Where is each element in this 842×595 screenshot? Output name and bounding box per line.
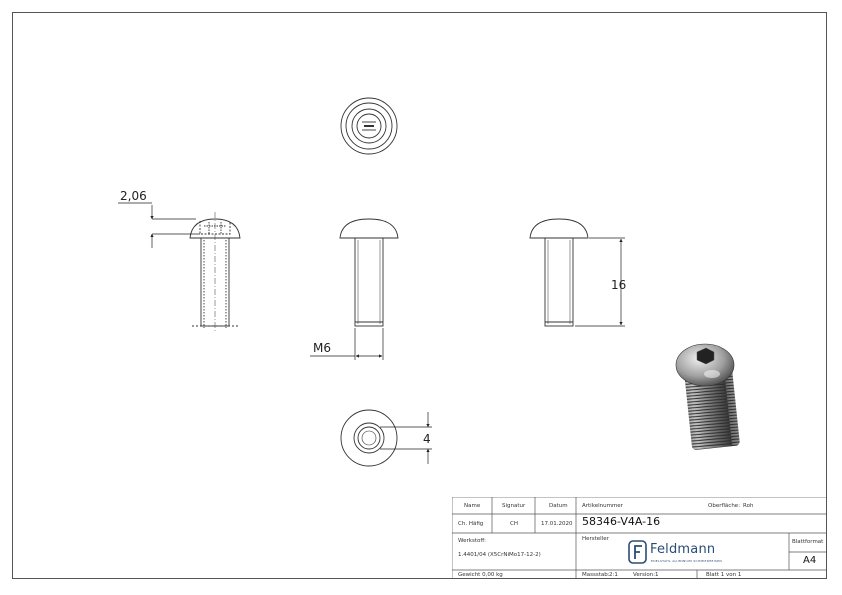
material-header: Werkstoff: [458, 538, 486, 544]
head-height-label: 2,06 [120, 189, 147, 203]
sheet-format-value: A4 [803, 555, 817, 566]
thread-dimension [310, 328, 384, 360]
weight: Gewicht 0,00 kg [458, 572, 503, 578]
sheet-format-header: Blattformat [792, 539, 824, 545]
title-block-grid [452, 497, 827, 579]
thread-label: M6 [313, 341, 331, 355]
side-view [529, 218, 589, 327]
head-height-dimension [118, 202, 200, 248]
front-view [339, 218, 399, 327]
sheet-number: Blatt 1 von 1 [706, 572, 742, 578]
surface-value: Roh [743, 503, 754, 509]
signature-value: CH [510, 521, 518, 527]
top-view [340, 97, 398, 155]
screw-3d-render [675, 343, 740, 450]
article-header: Artikelnummer [582, 503, 623, 509]
brand-name: Feldmann [650, 542, 716, 557]
version-value: 1 [655, 572, 659, 578]
length-label: 16 [611, 278, 626, 292]
scale-value: 2:1 [609, 572, 618, 578]
scale-label: Massstab: [582, 572, 610, 578]
name-header: Name [464, 503, 481, 509]
surface-header: Oberfläche: [708, 503, 741, 509]
material-value: 1.4401/04 (X5CrNiMo17-12-2) [458, 552, 541, 558]
date-header: Datum [549, 503, 568, 509]
socket-dimension [380, 412, 432, 464]
version-label: Version: [633, 572, 656, 578]
length-dimension [575, 237, 625, 327]
name-value: Ch. Häfig [458, 521, 484, 527]
title-block: Name Signatur Datum Ch. Häfig CH 17.01.2… [452, 497, 827, 579]
section-view [189, 212, 241, 332]
manufacturer-header: Hersteller [582, 536, 609, 542]
signature-header: Signatur [502, 503, 526, 509]
bottom-view [340, 409, 398, 467]
feldmann-logo-icon [628, 540, 647, 564]
drawing-border [12, 12, 827, 579]
article-number: 58346-V4A-16 [582, 515, 661, 528]
date-value: 17.01.2020 [541, 521, 573, 527]
socket-label: 4 [423, 432, 431, 446]
feldmann-logo: Feldmann EDELSTAHL ALUMINIUM SCHMIEDEEIS… [628, 540, 728, 564]
brand-tagline: EDELSTAHL ALUMINIUM SCHMIEDEEISEN [651, 559, 722, 563]
